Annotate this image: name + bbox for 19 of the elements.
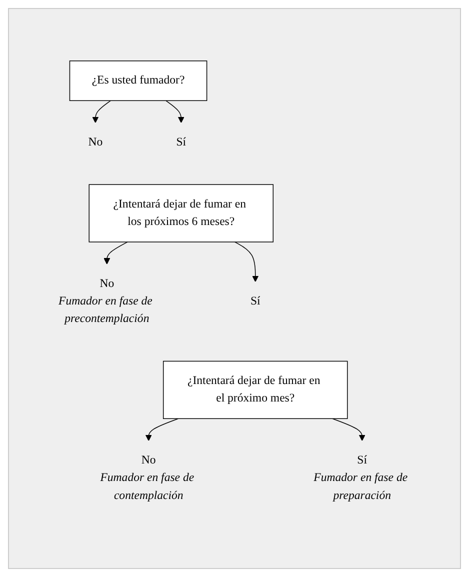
node-label: Fumador en fase de contemplación — [100, 472, 194, 502]
arrow — [104, 242, 128, 264]
arrow — [145, 418, 179, 442]
node-box — [162, 361, 348, 420]
node-text: Sí — [176, 136, 186, 149]
arrow — [332, 418, 366, 442]
flowchart: ¿Es usted fumador? No Sí ¿Intentará dejar de fumar en los próximos 6 meses? No Fumador en fase de precontemplación Sí ¿Intentará dejar de fumar en el próximo mes? No Fumador en fase de contemplación Sí Fumador en fase de preparación — [9, 55, 460, 522]
node-label: Fumador en fase de preparación — [314, 472, 408, 502]
node-label: Fumador en fase de precontemplación — [58, 295, 152, 326]
node-text: Sí — [357, 454, 368, 467]
node-text: No — [88, 136, 103, 149]
node-box — [69, 60, 208, 102]
arrow — [234, 242, 259, 282]
arrow — [165, 100, 184, 124]
node-text: No — [141, 454, 156, 467]
arrow — [92, 100, 112, 124]
node-box — [88, 184, 274, 242]
node-text: Sí — [250, 295, 260, 308]
node-text: No — [100, 277, 114, 290]
